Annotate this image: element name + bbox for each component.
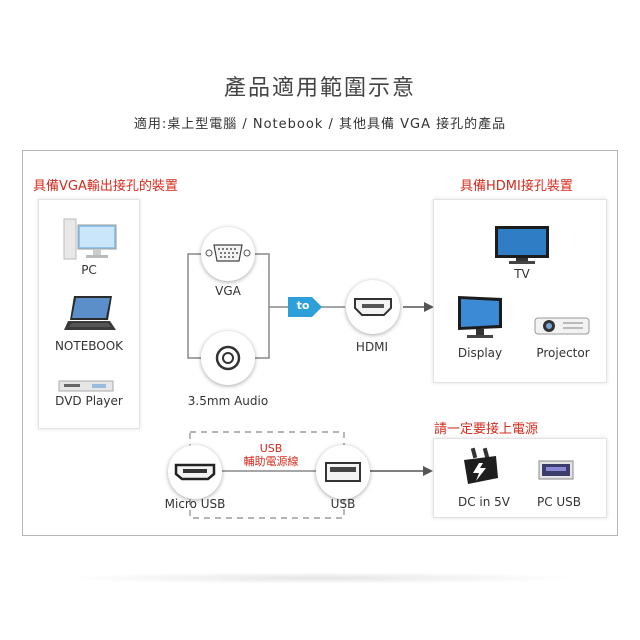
device-label-display: Display: [457, 346, 503, 360]
usb-a-port-icon: [325, 462, 361, 482]
power-adapter-icon: [464, 447, 498, 484]
micro-usb-label: Micro USB: [164, 497, 226, 511]
projector-icon: [534, 317, 590, 335]
usb-dashed-box: [189, 431, 345, 519]
usb-label: USB: [330, 497, 356, 511]
pc-usb-port-icon: [538, 460, 574, 480]
device-label-notebook: NOTEBOOK: [54, 339, 124, 353]
power-panel-heading: 請一定要接上電源: [434, 422, 539, 437]
to-badge-shape: [288, 297, 322, 317]
to-badge-label: to: [296, 299, 310, 312]
page-subtitle: 適用:桌上型電腦 / Notebook / 其他具備 VGA 接孔的產品: [133, 117, 507, 132]
notebook-icon: [64, 296, 116, 330]
display-icon: [458, 296, 502, 338]
device-label-dvd-player: DVD Player: [55, 394, 123, 408]
left-panel-heading: 具備VGA輸出接孔的裝置: [33, 179, 178, 194]
bottom-shadow: [60, 572, 580, 584]
micro-usb-port-icon: [174, 463, 216, 481]
vga-port-icon: [205, 244, 251, 262]
vga-label: VGA: [215, 284, 241, 298]
power-device-panel: [433, 438, 607, 518]
pc-icon: [63, 218, 117, 260]
left-bracket-line: [187, 253, 202, 359]
usb-arrow-head: [423, 466, 433, 476]
tv-icon: [495, 226, 549, 264]
usb-cable-caption: USB 輔助電源線: [225, 442, 317, 468]
audio-label: 3.5mm Audio: [187, 394, 269, 408]
right-panel-heading: 具備HDMI接孔裝置: [460, 179, 573, 194]
hdmi-label: HDMI: [355, 340, 389, 354]
page-title: 產品適用範圍示意: [223, 76, 416, 101]
hdmi-port-icon: [354, 298, 392, 316]
device-label-tv: TV: [514, 267, 530, 281]
audio-jack-icon: [215, 345, 241, 371]
hdmi-arrow-head: [424, 302, 434, 312]
power-item-dc-in: DC in 5V: [457, 495, 511, 509]
device-label-pc: PC: [81, 263, 97, 277]
dvd-player-icon: [58, 380, 114, 392]
device-label-projector: Projector: [536, 346, 590, 360]
power-item-pc-usb: PC USB: [536, 495, 582, 509]
right-bracket-line: [255, 253, 270, 359]
